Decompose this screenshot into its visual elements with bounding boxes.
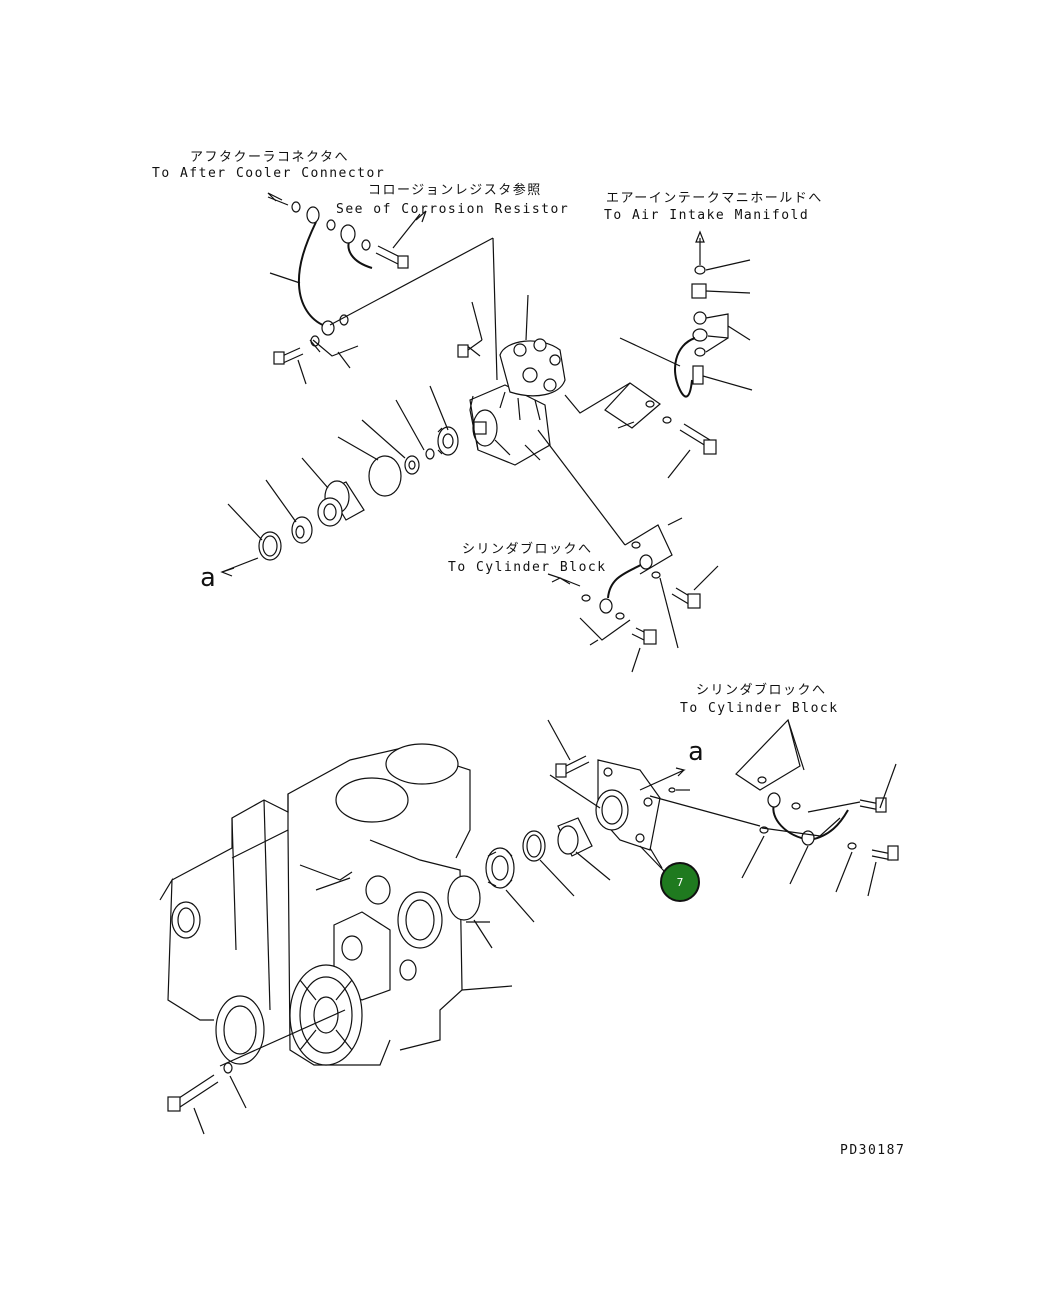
- label-air-intake-jp: エアーインテークマニホールドへ: [606, 191, 823, 206]
- label-after-cooler-jp: アフタクーラコネクタへ: [190, 150, 349, 165]
- label-cyl-block-1-en: To Cylinder Block: [448, 560, 607, 575]
- air-compressor: [469, 338, 566, 466]
- compressor-flange: [595, 759, 661, 851]
- aftercooler-tube: [291, 201, 349, 347]
- callout-7-leader: [649, 847, 663, 869]
- bolt-flange: [555, 755, 590, 778]
- crank-pulley: [289, 964, 363, 1066]
- compressor-elbow: [564, 337, 717, 479]
- bore-2: [385, 743, 459, 785]
- label-cyl-block-2-en: To Cylinder Block: [680, 701, 839, 716]
- label-corrosion-jp: コロージョンレジスタ参照: [368, 183, 542, 198]
- engine-block: [159, 743, 513, 1067]
- label-cyl-block-2-jp: シリンダブロックへ: [696, 683, 827, 698]
- cyl-block-tube-lower: [735, 718, 899, 897]
- air-intake-tube: [674, 230, 753, 398]
- bushing: [557, 817, 593, 857]
- callout-7[interactable]: 7: [660, 862, 700, 902]
- bore-1: [335, 777, 409, 823]
- label-corrosion-en: See of Corrosion Resistor: [336, 202, 570, 217]
- ref-a-upper: a: [200, 563, 216, 593]
- ref-a-lower: a: [688, 737, 704, 767]
- coupling: [317, 480, 365, 527]
- bolt-upper-left: [273, 347, 307, 385]
- compressor-gear: [437, 426, 459, 456]
- cyl-block-tube-upper: [537, 429, 719, 673]
- o-ring-upper: [368, 455, 402, 497]
- label-after-cooler-en: To After Cooler Connector: [152, 166, 386, 181]
- label-cyl-block-1-jp: シリンダブロックへ: [462, 542, 593, 557]
- bolt-lower-left: [167, 1062, 247, 1135]
- drive-gear: [485, 847, 515, 889]
- corrosion-tube: [326, 210, 427, 269]
- drawing-number: PD30187: [840, 1143, 906, 1158]
- label-air-intake-en: To Air Intake Manifold: [604, 208, 810, 223]
- spacer: [291, 516, 313, 544]
- compressor-nut: [404, 455, 420, 475]
- o-ring-lower: [447, 875, 481, 921]
